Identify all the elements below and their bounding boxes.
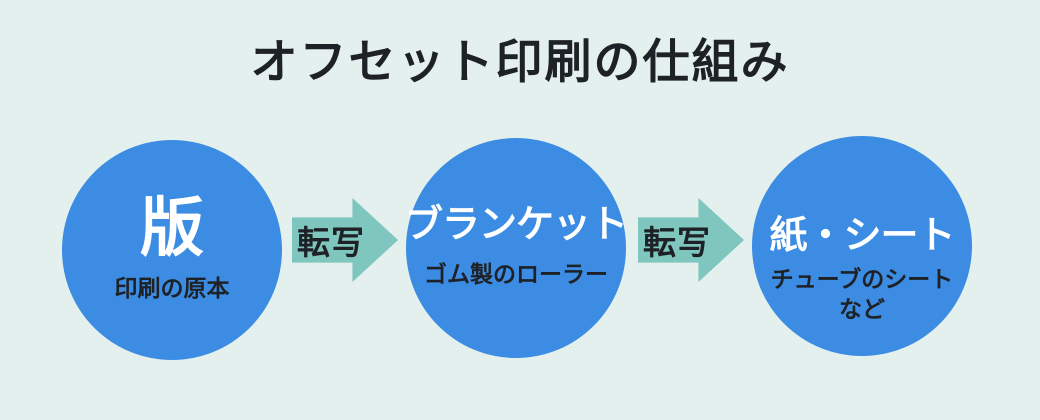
step-description: ゴム製のローラー xyxy=(424,261,608,288)
step-content: ブランケット ゴム製のローラー xyxy=(405,204,628,290)
step-description: 印刷の原本 xyxy=(114,275,230,302)
step-label: 紙・シート xyxy=(769,215,955,258)
step-circle-blanket: ブランケット ゴム製のローラー xyxy=(405,138,628,358)
step-content: 版 印刷の原本 xyxy=(115,196,230,304)
transfer-arrow-icon-2: 転写 xyxy=(638,198,744,282)
step-circle-paper-sheet: 紙・シート チューブのシート など xyxy=(752,136,972,356)
step-description: チューブのシート など xyxy=(770,266,954,322)
step-circle-plate: 版 印刷の原本 xyxy=(62,140,282,360)
transfer-arrow-icon-1: 転写 xyxy=(292,198,398,282)
arrow-label: 転写 xyxy=(297,224,365,261)
step-label: 版 xyxy=(140,192,204,265)
diagram-title: オフセット印刷の仕組み xyxy=(250,35,790,88)
arrow-label: 転写 xyxy=(643,224,711,261)
step-content: 紙・シート チューブのシート など xyxy=(769,215,955,325)
step-label: ブランケット xyxy=(405,204,628,247)
